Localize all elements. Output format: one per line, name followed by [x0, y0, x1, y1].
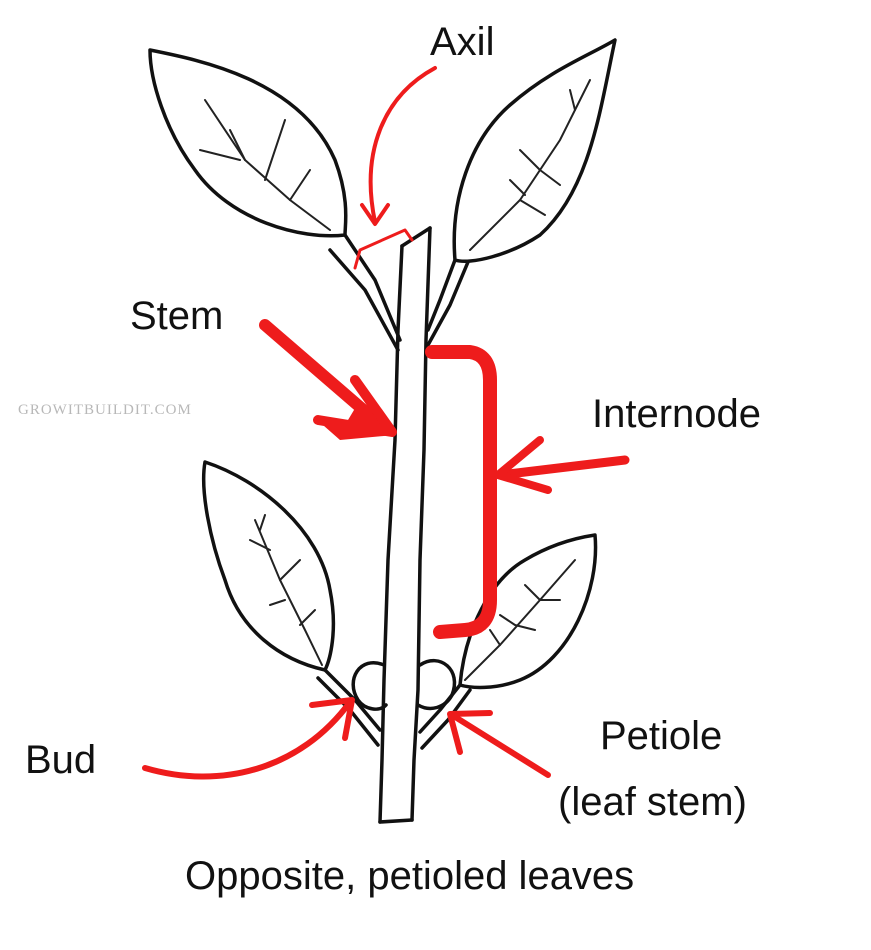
lower-right-leaf — [418, 533, 598, 750]
caption: Opposite, petioled leaves — [185, 854, 635, 898]
label-internode: Internode — [592, 392, 762, 436]
upper-left-leaf — [148, 48, 402, 352]
bud-arrow — [142, 697, 355, 780]
axil-arrow — [353, 66, 437, 270]
buds — [351, 658, 457, 711]
stem-drawing — [378, 226, 432, 824]
internode-bracket — [425, 345, 497, 639]
right-bud — [416, 658, 457, 711]
label-stem: Stem — [130, 294, 224, 338]
watermark: GROWITBUILDIT.COM — [18, 402, 192, 418]
stem-arrow — [259, 319, 397, 440]
left-bud — [351, 661, 388, 711]
upper-right-leaf — [426, 38, 617, 347]
label-bud: Bud — [25, 738, 97, 782]
petiole-arrow — [447, 710, 551, 778]
internode-arrow — [494, 436, 630, 494]
label-axil: Axil — [430, 20, 495, 64]
label-petiole-sub: (leaf stem) — [558, 780, 747, 824]
label-petiole: Petiole — [600, 714, 723, 758]
